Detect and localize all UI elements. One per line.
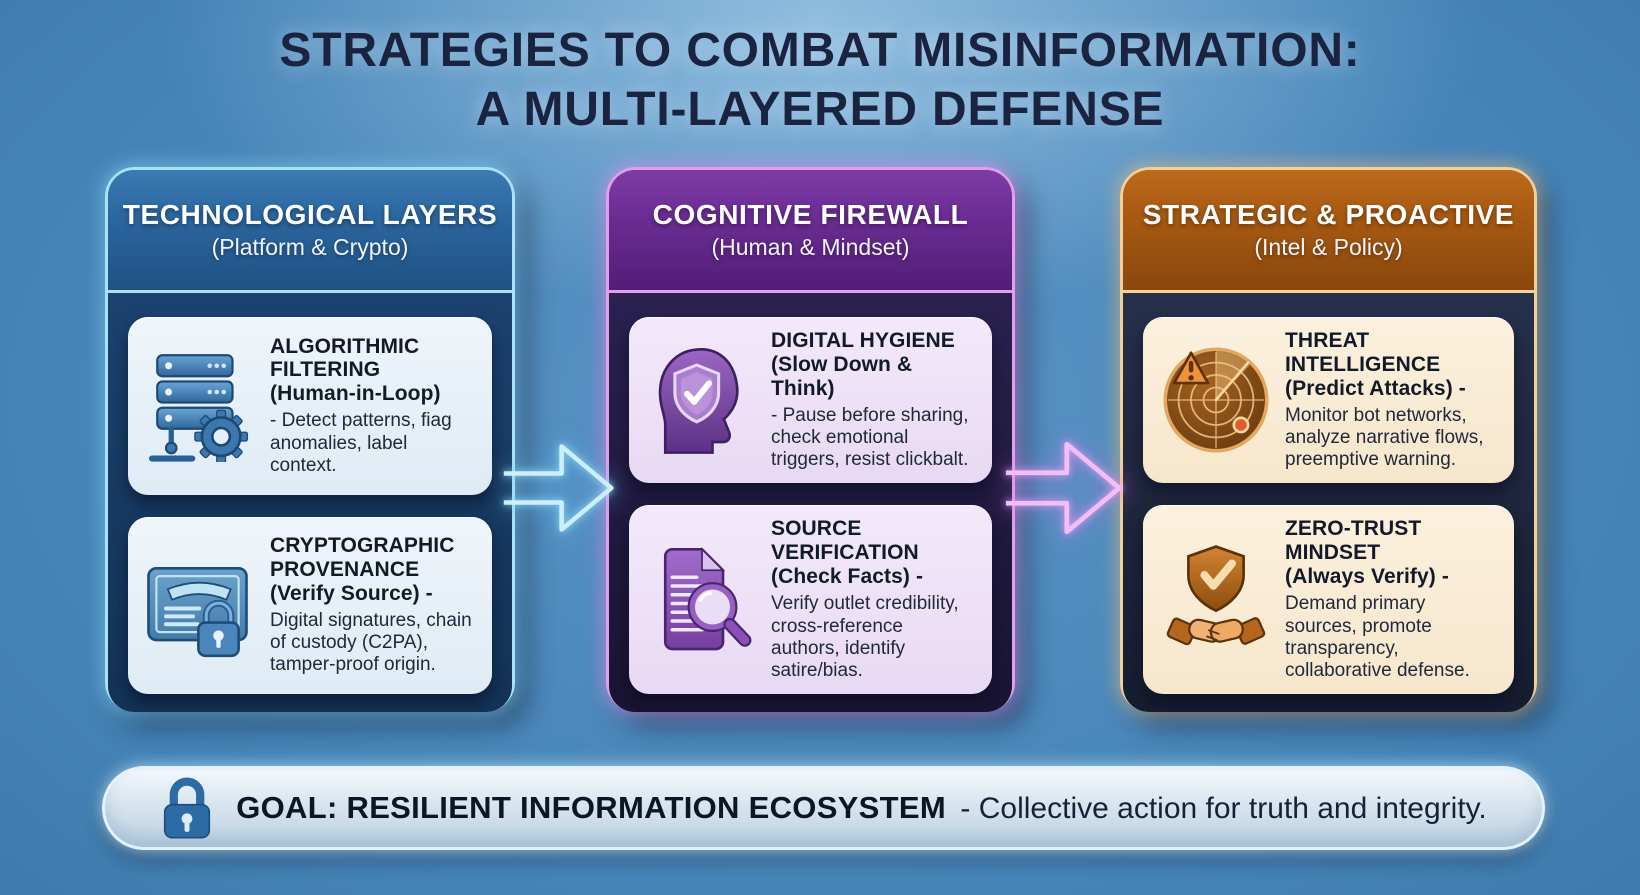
shield-handshake-icon bbox=[1155, 543, 1277, 657]
column-cognitive-firewall: COGNITIVE FIREWALL (Human & Mindset) bbox=[606, 167, 1015, 712]
column-title: COGNITIVE FIREWALL bbox=[652, 199, 969, 230]
card-text: CRYPTOGRAPHIC PROVENANCE (Verify Source)… bbox=[270, 534, 476, 676]
page-title: STRATEGIES TO COMBAT MISINFORMATION: A M… bbox=[0, 22, 1640, 139]
card-description: - Detect patterns, fiag anomalies, label… bbox=[270, 410, 452, 476]
handshake bbox=[1166, 616, 1266, 645]
goal-rest: - Collective action for truth and integr… bbox=[960, 792, 1487, 825]
column-title: STRATEGIC & PROACTIVE bbox=[1142, 199, 1515, 230]
card-threat-intelligence: THREAT INTELLIGENCE (Predict Attacks) - … bbox=[1143, 317, 1514, 484]
flow-arrow-right-icon bbox=[1005, 441, 1122, 535]
card-text: THREAT INTELLIGENCE (Predict Attacks) - … bbox=[1285, 329, 1498, 471]
card-text: DIGITAL HYGIENE (Slow Down & Think) - Pa… bbox=[771, 329, 976, 471]
card-digital-hygiene: DIGITAL HYGIENE (Slow Down & Think) - Pa… bbox=[629, 317, 992, 484]
column-body-technological: ALGORITHMIC FILTERING (Human-in-Loop) - … bbox=[108, 293, 512, 712]
card-description: - Pause before sharing, check emotional … bbox=[771, 404, 969, 471]
card-title: SOURCE VERIFICATION (Check Facts) - bbox=[771, 517, 924, 589]
goal-highlight: GOAL: RESILIENT INFORMATION ECOSYSTEM bbox=[236, 790, 946, 825]
card-description: Monitor bot networks, analyze narrative … bbox=[1285, 404, 1484, 471]
column-body-strategic: THREAT INTELLIGENCE (Predict Attacks) - … bbox=[1123, 293, 1534, 712]
page-title-line-1: STRATEGIES TO COMBAT MISINFORMATION: bbox=[279, 24, 1361, 77]
column-body-cognitive: DIGITAL HYGIENE (Slow Down & Think) - Pa… bbox=[609, 293, 1012, 712]
column-header-technological: TECHNOLOGICAL LAYERS (Platform & Crypto) bbox=[108, 170, 512, 293]
head-shield-icon bbox=[641, 344, 763, 456]
card-title: ZERO-TRUST MINDSET (Always Verify) - bbox=[1285, 517, 1449, 589]
card-title: THREAT INTELLIGENCE (Predict Attacks) - bbox=[1285, 329, 1466, 400]
column-technological-layers: TECHNOLOGICAL LAYERS (Platform & Crypto) bbox=[105, 167, 515, 712]
card-cryptographic-provenance: CRYPTOGRAPHIC PROVENANCE (Verify Source)… bbox=[128, 516, 492, 694]
column-subtitle: (Intel & Policy) bbox=[1254, 234, 1403, 260]
goal-banner: GOAL: RESILIENT INFORMATION ECOSYSTEM - … bbox=[102, 766, 1545, 850]
flow-arrow-right-icon bbox=[503, 444, 614, 532]
goal-text: GOAL: RESILIENT INFORMATION ECOSYSTEM - … bbox=[236, 790, 1487, 826]
card-description: Verify outlet credibility, cross-referen… bbox=[771, 593, 959, 681]
card-source-verification: SOURCE VERIFICATION (Check Facts) - Veri… bbox=[629, 505, 992, 695]
card-description: Demand primary sources, promote transpar… bbox=[1285, 593, 1470, 681]
card-zero-trust-mindset: ZERO-TRUST MINDSET (Always Verify) - Dem… bbox=[1143, 505, 1514, 695]
document-magnifier-icon bbox=[641, 544, 763, 656]
page-title-line-2: A MULTI-LAYERED DEFENSE bbox=[475, 82, 1165, 136]
column-header-strategic: STRATEGIC & PROACTIVE (Intel & Policy) bbox=[1123, 170, 1534, 293]
column-subtitle: (Human & Mindset) bbox=[711, 234, 910, 260]
card-text: ZERO-TRUST MINDSET (Always Verify) - Dem… bbox=[1285, 517, 1498, 682]
column-subtitle: (Platform & Crypto) bbox=[211, 234, 409, 260]
card-text: ALGORITHMIC FILTERING (Human-in-Loop) - … bbox=[270, 335, 476, 477]
card-title: ALGORITHMIC FILTERING (Human-in-Loop) bbox=[270, 334, 441, 406]
column-title: TECHNOLOGICAL LAYERS bbox=[122, 199, 498, 230]
card-algorithmic-filtering: ALGORITHMIC FILTERING (Human-in-Loop) - … bbox=[128, 317, 492, 495]
card-title: CRYPTOGRAPHIC PROVENANCE (Verify Source)… bbox=[270, 534, 455, 605]
certificate-lock-icon bbox=[140, 549, 262, 661]
card-text: SOURCE VERIFICATION (Check Facts) - Veri… bbox=[771, 517, 976, 682]
column-strategic-proactive: STRATEGIC & PROACTIVE (Intel & Policy) bbox=[1120, 167, 1537, 712]
card-title: DIGITAL HYGIENE (Slow Down & Think) bbox=[771, 329, 955, 400]
radar-icon bbox=[1155, 343, 1277, 457]
card-description: Digital signatures, chain of custody (C2… bbox=[270, 609, 472, 676]
padlock-icon bbox=[160, 775, 214, 841]
column-header-cognitive: COGNITIVE FIREWALL (Human & Mindset) bbox=[609, 170, 1012, 293]
server-gear-icon bbox=[140, 350, 262, 462]
